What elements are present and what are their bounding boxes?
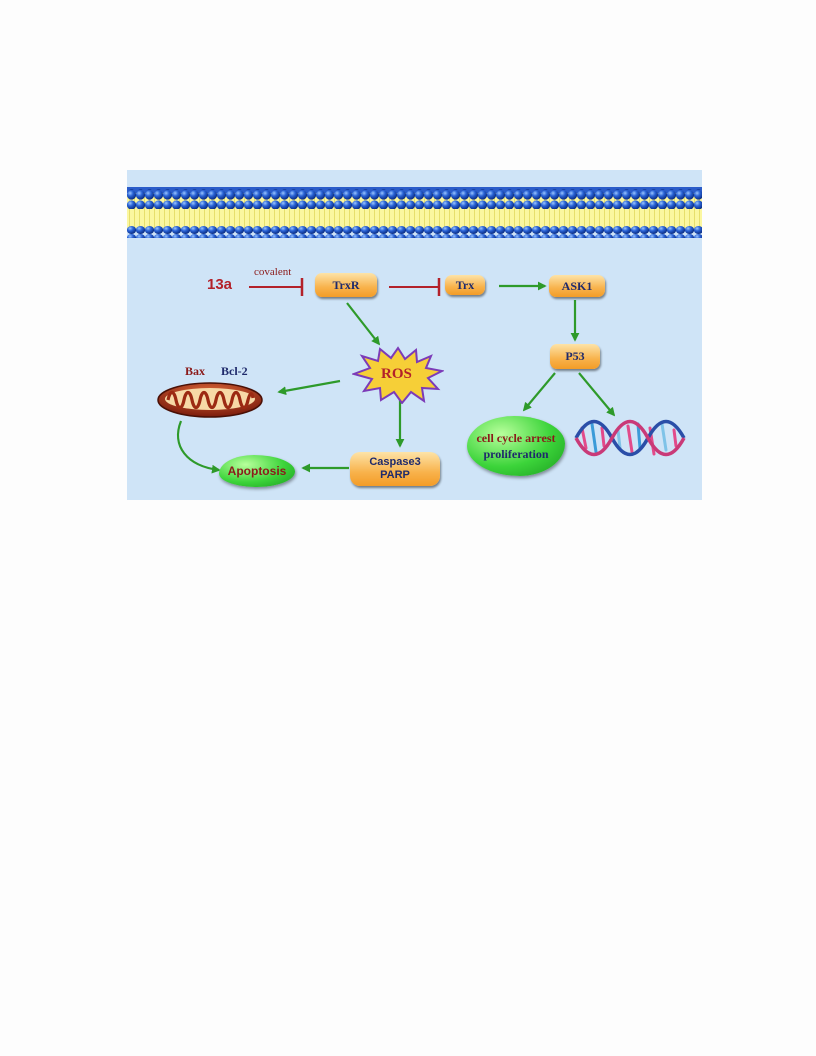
parp-label: PARP bbox=[380, 469, 410, 481]
ros-label: ROS bbox=[381, 366, 412, 382]
ask1-node: ASK1 bbox=[549, 275, 605, 297]
arrow-ros-mito bbox=[277, 379, 341, 396]
cell-membrane bbox=[127, 187, 702, 238]
ros-burst-icon bbox=[352, 346, 444, 404]
bcl2-label: Bcl-2 bbox=[221, 364, 248, 378]
apoptosis-node: Apoptosis bbox=[219, 455, 295, 487]
mitochondrion-icon bbox=[157, 382, 263, 418]
trx-node: Trx bbox=[445, 275, 485, 295]
caspase3-parp-node: Caspase3 PARP bbox=[350, 452, 440, 486]
proliferation-label: proliferation bbox=[483, 447, 549, 461]
compound-13a-label: 13a bbox=[207, 276, 233, 293]
inhibit-trxr-trx bbox=[389, 278, 441, 296]
p53-node: P53 bbox=[550, 344, 600, 369]
arrow-p53-dna bbox=[578, 372, 616, 417]
trxr-node: TrxR bbox=[315, 273, 377, 297]
arrow-trxr-ros bbox=[346, 302, 381, 346]
cell-cycle-arrest-label: cell cycle arrest bbox=[476, 431, 556, 445]
bax-label: Bax bbox=[185, 364, 206, 378]
arrow-mito-apoptosis bbox=[176, 420, 221, 474]
arrow-p53-cellcycle bbox=[522, 372, 556, 412]
dna-icon bbox=[574, 419, 686, 457]
pathway-diagram: 13a covalent TrxR Trx ASK1 P53 ROS Bax B… bbox=[127, 170, 702, 500]
cell-cycle-node: cell cycle arrest proliferation bbox=[467, 416, 565, 476]
pathway-arrows bbox=[176, 278, 616, 474]
caspase3-label: Caspase3 bbox=[369, 456, 421, 468]
covalent-label: covalent bbox=[254, 266, 292, 278]
inhibit-13a-trxr bbox=[249, 278, 304, 296]
